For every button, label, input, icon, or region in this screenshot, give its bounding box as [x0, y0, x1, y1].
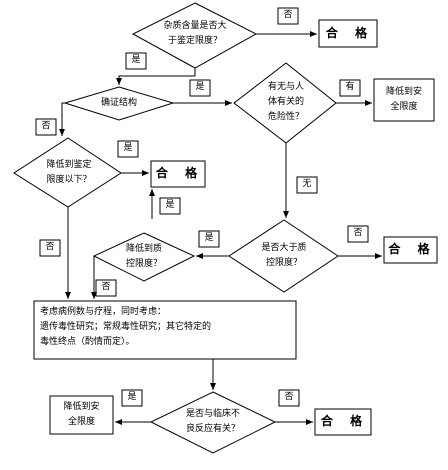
reduce-to-qualification-text: 降低到质 控限度？: [125, 244, 162, 269]
label-box-no-2: [35, 118, 57, 136]
label-box-yes-3: [117, 140, 139, 158]
impurity-exceeds-text: 杂质含量是否大 于鉴定限度？: [163, 21, 227, 46]
label-box-no-1: [277, 7, 299, 25]
edge-label-none: 无: [302, 179, 312, 189]
safe-limit-1-text: 降低到安 全限度: [385, 87, 422, 112]
edge-label-yes-1: 是: [131, 55, 141, 65]
edge-label-yes-4: 是: [165, 200, 175, 210]
clinical-adverse-text: 是否与临床不 良反应有关？: [185, 409, 240, 434]
box-qualified-1: [318, 19, 378, 48]
box-qualified-3: [383, 236, 438, 264]
box-safe-limit-1: [373, 78, 435, 122]
edge-label-yes-3: 是: [123, 143, 133, 153]
edge-label-yes-5: 是: [204, 233, 214, 243]
label-box-yes-4: [159, 197, 181, 215]
diamond-confirm-structure: [63, 86, 175, 121]
edge-label-have: 有: [345, 82, 355, 92]
edge-label-no-6: 否: [284, 392, 294, 402]
box-consider: [33, 300, 297, 360]
diamond-exceeds-qualification: [228, 219, 339, 293]
label-box-yes-1: [125, 52, 147, 70]
edge-label-yes-2: 是: [195, 82, 205, 92]
label-box-none: [296, 176, 318, 194]
reduce-below-id-text: 降低到鉴定 限度以下？: [46, 160, 92, 185]
confirm-structure-text: 确证结构: [100, 98, 137, 108]
label-box-have: [339, 79, 361, 97]
qualified-4-text: 合 格: [320, 414, 366, 428]
safe-limit-2-text: 降低到安 全限度: [63, 402, 100, 427]
harmful-group-text: 有无与人 体有关的 危险性？: [267, 82, 304, 122]
edge-label-no-5: 否: [101, 282, 111, 292]
box-qualified-2: [150, 160, 206, 188]
label-box-no-5: [95, 279, 117, 297]
qualified-2-text: 合 格: [155, 166, 201, 180]
consider-text: 考虑病例数与疗程，同时考虑： 遗传毒性研究；常规毒性研究；其它特定的 毒性终点（…: [40, 307, 212, 347]
edge-label-no-4: 否: [45, 242, 55, 252]
label-box-yes-5: [198, 230, 220, 248]
label-box-no-6: [278, 389, 300, 407]
box-safe-limit-2: [49, 395, 114, 435]
diamond-clinical-adverse: [149, 391, 277, 454]
label-box-yes-6: [121, 389, 143, 407]
box-qualified-4: [314, 408, 372, 436]
edge-label-no-2: 否: [41, 121, 51, 131]
label-box-no-4: [39, 239, 61, 257]
edge-label-no-3: 否: [353, 228, 363, 238]
exceeds-qualification-text: 是否大于质 控限度？: [261, 243, 307, 268]
edge-label-no-1: 否: [283, 10, 293, 20]
qualified-3-text: 合 格: [388, 242, 433, 256]
label-box-yes-2: [189, 79, 211, 97]
edge-label-yes-6: 是: [127, 392, 137, 402]
diamond-reduce-to-qualification: [92, 232, 196, 282]
label-box-no-3: [347, 225, 369, 243]
qualified-1-text: 合 格: [325, 26, 371, 40]
